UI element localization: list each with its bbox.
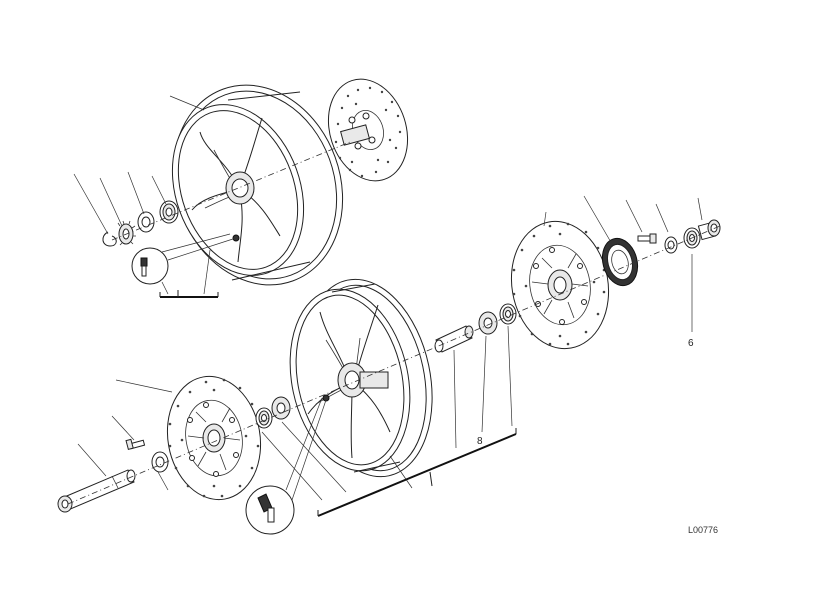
front-bearing-right [478, 311, 498, 335]
front-left-brake-disc [166, 375, 262, 501]
front-assembly-bracket [317, 428, 517, 517]
front-valve-detail [245, 397, 327, 535]
callout-part-8: 8 [477, 436, 483, 447]
front-seal-left [255, 407, 273, 429]
front-axle-nut [697, 219, 721, 241]
rear-valve-detail [131, 233, 237, 285]
abs-tone-ring [601, 237, 639, 287]
front-spacer-right [664, 236, 678, 254]
rear-axis [111, 141, 351, 241]
callout-part-6: 6 [688, 338, 694, 349]
front-bearing-left [271, 396, 291, 420]
front-leaders [77, 195, 703, 501]
front-bolt-right [637, 233, 657, 244]
rear-spacer-washer [137, 211, 155, 233]
front-bolt-left [125, 438, 146, 450]
rear-brake-disc [327, 78, 409, 182]
rear-bearing [117, 220, 136, 246]
front-axis [67, 225, 721, 505]
front-axle [57, 469, 136, 513]
front-washer-left [151, 451, 169, 473]
front-seal-right-inner [499, 303, 517, 325]
drawing-code: L00776 [688, 525, 718, 535]
rear-circlip [102, 231, 117, 247]
front-right-brake-disc [510, 220, 610, 350]
rear-seal [159, 200, 179, 224]
rear-leaders [73, 95, 219, 298]
front-wheel-rim [289, 278, 433, 478]
rear-wheel-rim [171, 84, 344, 286]
